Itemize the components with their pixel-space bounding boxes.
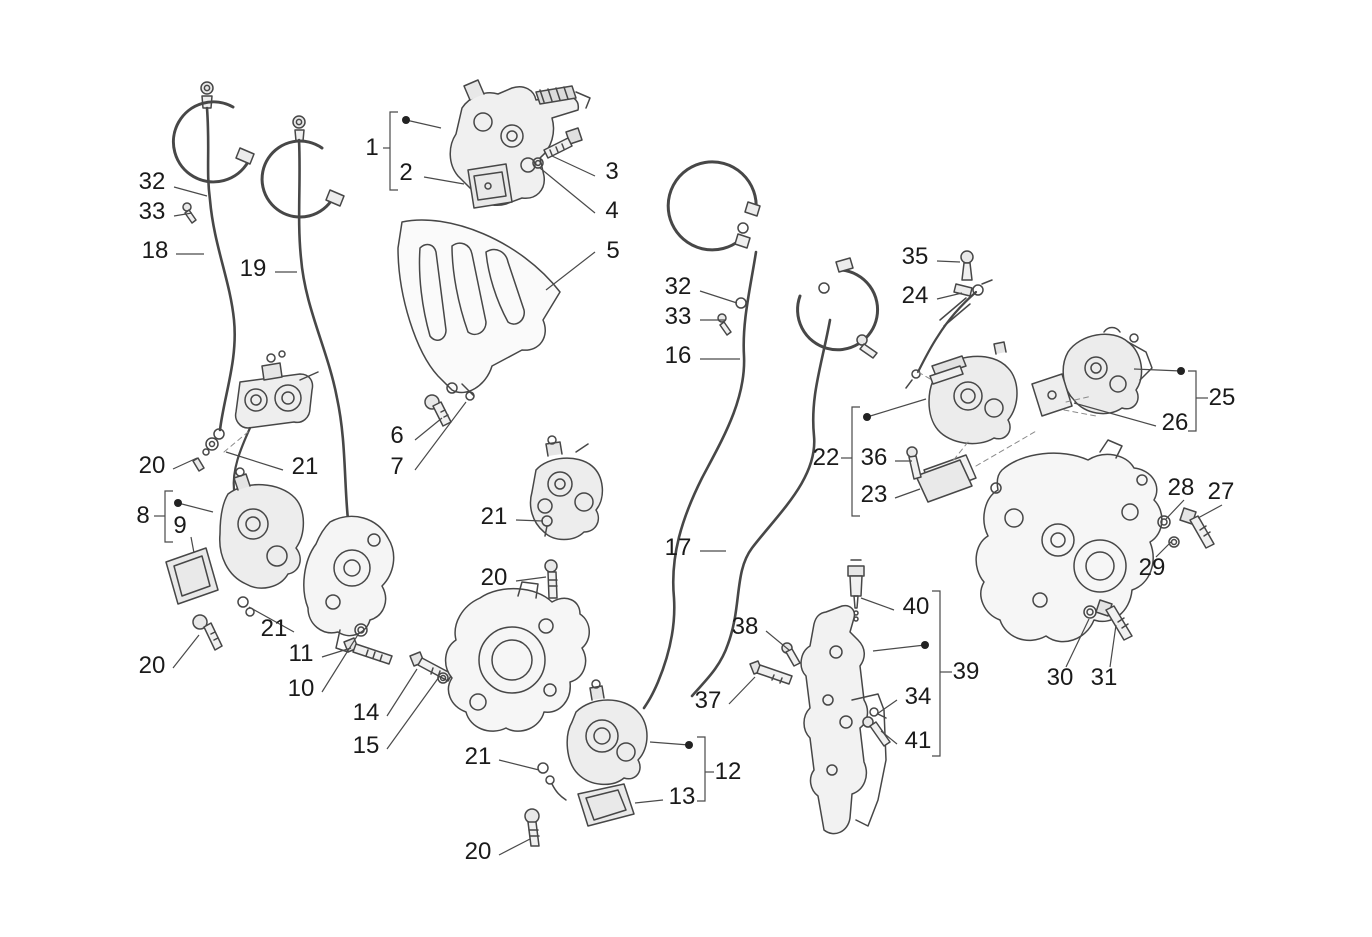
assembly-reference-dot bbox=[174, 499, 182, 507]
assembly-hint-lines bbox=[223, 371, 1097, 467]
washer-28-drawing bbox=[1157, 515, 1171, 529]
front-brake-pads-drawing bbox=[467, 163, 513, 209]
rear-brake-pad-drawing bbox=[577, 783, 635, 827]
leader-line bbox=[876, 699, 898, 715]
leader-line bbox=[1073, 402, 1157, 427]
leader-line bbox=[545, 251, 596, 291]
leader-line bbox=[1065, 618, 1090, 668]
leader-line bbox=[321, 632, 360, 693]
brake-valve-unit-drawing bbox=[529, 435, 604, 541]
washer-10-drawing bbox=[354, 623, 368, 637]
leader-line bbox=[414, 401, 467, 471]
hose-fitting-21-drawing bbox=[237, 596, 255, 617]
leader-line bbox=[172, 634, 200, 669]
leader-line bbox=[1155, 540, 1173, 558]
gearbox-cover-drawing bbox=[975, 439, 1163, 643]
rear-hose-17-drawing bbox=[690, 257, 880, 698]
leader-line bbox=[515, 576, 547, 582]
leader-line bbox=[699, 290, 738, 304]
callout-bracket bbox=[851, 406, 860, 517]
assembly-reference-dot bbox=[1177, 367, 1185, 375]
leader-line bbox=[860, 597, 895, 611]
leader-line bbox=[539, 167, 596, 214]
leader-line bbox=[321, 647, 352, 658]
callout-lines bbox=[154, 111, 1223, 856]
left-brake-pad-drawing bbox=[165, 547, 219, 605]
leader-line bbox=[498, 838, 531, 856]
bolt-41-drawing bbox=[862, 716, 891, 747]
parking-brake-caliper-drawing bbox=[1062, 326, 1153, 415]
left-brake-caliper-drawing bbox=[219, 467, 305, 589]
leader-line bbox=[1165, 499, 1185, 520]
leader-line bbox=[936, 260, 961, 263]
caliper-bolt-drawing bbox=[532, 127, 583, 169]
bracket-leader-line bbox=[649, 741, 690, 746]
leader-line bbox=[248, 606, 295, 633]
brake-disc-guard-drawing bbox=[397, 219, 561, 401]
rear-hose-16-drawing bbox=[642, 160, 761, 710]
caliper-mount-bracket-drawing bbox=[303, 515, 395, 653]
rear-brake-caliper-drawing bbox=[566, 679, 648, 786]
parking-pad-plate-drawing bbox=[1031, 373, 1073, 417]
leader-line bbox=[936, 292, 963, 300]
guard-bolt-drawing bbox=[424, 394, 452, 427]
bracket-leader-line bbox=[405, 119, 442, 129]
bolt-31-drawing bbox=[1095, 599, 1133, 641]
assembly-reference-dot bbox=[921, 641, 929, 649]
callout-bracket bbox=[697, 736, 706, 802]
bracket-leader-line bbox=[866, 398, 927, 418]
bracket-leader-line bbox=[177, 502, 214, 513]
pin-34-drawing bbox=[869, 707, 887, 719]
leader-line bbox=[551, 155, 596, 177]
bolt-37-drawing bbox=[749, 660, 793, 685]
callout-bracket bbox=[164, 490, 173, 543]
hub-carrier-drawing bbox=[444, 581, 590, 732]
assembly-reference-dot bbox=[863, 413, 871, 421]
leader-line bbox=[515, 519, 544, 522]
front-brake-hose-left-drawing bbox=[171, 81, 255, 472]
fitting-21-bottom-drawing bbox=[537, 762, 567, 801]
leader-line bbox=[190, 536, 195, 554]
leader-line bbox=[634, 799, 664, 804]
bracket-leader-line bbox=[1133, 368, 1182, 372]
assembly-reference-dot bbox=[685, 741, 693, 749]
bolt-20-bottom-drawing bbox=[524, 808, 540, 847]
leader-line bbox=[728, 676, 756, 705]
leader-line bbox=[414, 417, 443, 441]
sensor-40-drawing bbox=[847, 559, 865, 622]
bolt-27-drawing bbox=[1179, 507, 1215, 549]
brake-pump-drawing bbox=[232, 350, 319, 492]
bracket-leader-line bbox=[872, 644, 926, 652]
leader-line bbox=[386, 676, 440, 750]
leader-line bbox=[172, 457, 198, 470]
leader-line bbox=[423, 176, 465, 185]
bolt-11-drawing bbox=[343, 637, 393, 665]
bolt-20-center-drawing bbox=[544, 559, 558, 599]
rear-pad-set-drawing bbox=[915, 454, 977, 503]
rear-caliper-assembly-drawing bbox=[928, 341, 1018, 445]
leader-line bbox=[498, 759, 540, 771]
leader-line bbox=[386, 668, 418, 717]
leader-line bbox=[765, 630, 790, 651]
leader-line bbox=[1197, 504, 1223, 519]
leader-line bbox=[225, 451, 284, 471]
support-bracket-drawing bbox=[800, 604, 887, 835]
pad-screw-36-drawing bbox=[906, 446, 922, 480]
callout-bracket bbox=[932, 590, 941, 757]
leader-line bbox=[1109, 624, 1117, 668]
callout-bracket bbox=[389, 111, 398, 191]
leader-line bbox=[880, 730, 898, 745]
leader-line bbox=[894, 488, 921, 499]
bolt-20-left-drawing bbox=[192, 614, 223, 651]
leader-line bbox=[173, 186, 208, 197]
leader-line bbox=[173, 212, 193, 217]
handbrake-cable-drawing bbox=[905, 250, 993, 389]
assembly-reference-dot bbox=[402, 116, 410, 124]
callout-bracket bbox=[1188, 370, 1197, 432]
